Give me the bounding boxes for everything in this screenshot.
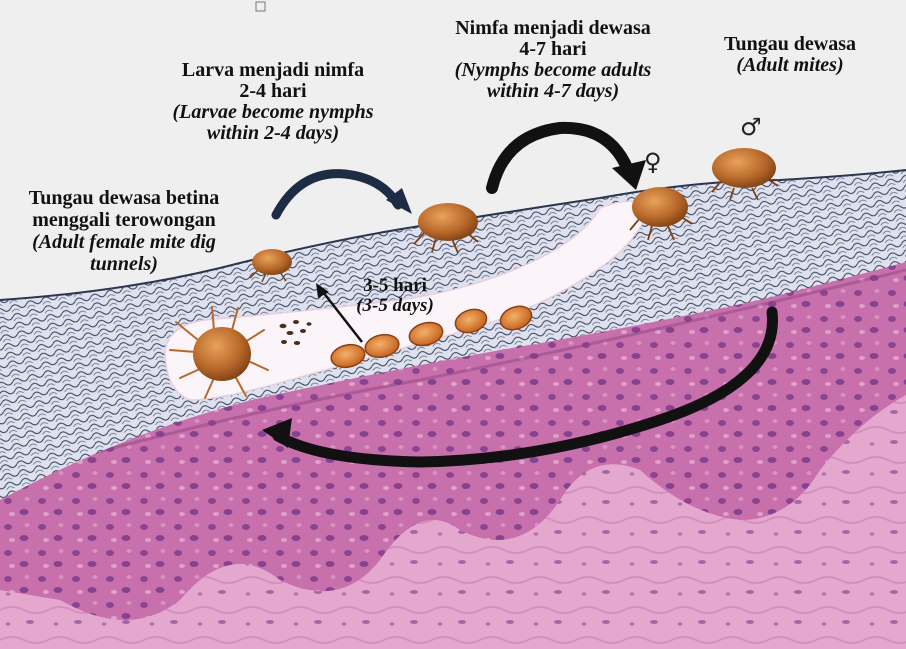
adult-en-line1: (Adult mites) bbox=[690, 55, 890, 76]
female-burrow-label: Tungau dewasa betina menggali terowongan… bbox=[6, 187, 242, 275]
female-burrow-en-line2: tunnels) bbox=[6, 253, 242, 275]
larva-id-line1: Larva menjadi nimfa bbox=[138, 60, 408, 81]
larva-en-line1: (Larvae become nymphs bbox=[138, 102, 408, 123]
female-burrow-id-line2: menggali terowongan bbox=[6, 209, 242, 231]
larva-en-line2: within 2-4 days) bbox=[138, 123, 408, 144]
male-symbol-icon: ♂ bbox=[740, 115, 762, 139]
nymph-id-line1: Nimfa menjadi dewasa bbox=[418, 18, 688, 39]
female-burrow-en-line1: (Adult female mite dig bbox=[6, 231, 242, 253]
nymph-en-line1: (Nymphs become adults bbox=[418, 60, 688, 81]
egg-id-line1: 3-5 hari bbox=[330, 276, 460, 296]
female-symbol-icon: ♀ bbox=[644, 150, 662, 174]
nymph-to-adult-label: Nimfa menjadi dewasa 4-7 hari (Nymphs be… bbox=[418, 18, 688, 102]
nymph-id-line2: 4-7 hari bbox=[418, 39, 688, 60]
egg-en-line1: (3-5 days) bbox=[330, 296, 460, 316]
larva-to-nymph-label: Larva menjadi nimfa 2-4 hari (Larvae bec… bbox=[138, 60, 408, 144]
female-burrow-id-line1: Tungau dewasa betina bbox=[6, 187, 242, 209]
egg-hatch-label: 3-5 hari (3-5 days) bbox=[330, 276, 460, 316]
larva-id-line2: 2-4 hari bbox=[138, 81, 408, 102]
nymph-en-line2: within 4-7 days) bbox=[418, 81, 688, 102]
adult-mites-label: Tungau dewasa (Adult mites) bbox=[690, 34, 890, 76]
adult-id-line1: Tungau dewasa bbox=[690, 34, 890, 55]
